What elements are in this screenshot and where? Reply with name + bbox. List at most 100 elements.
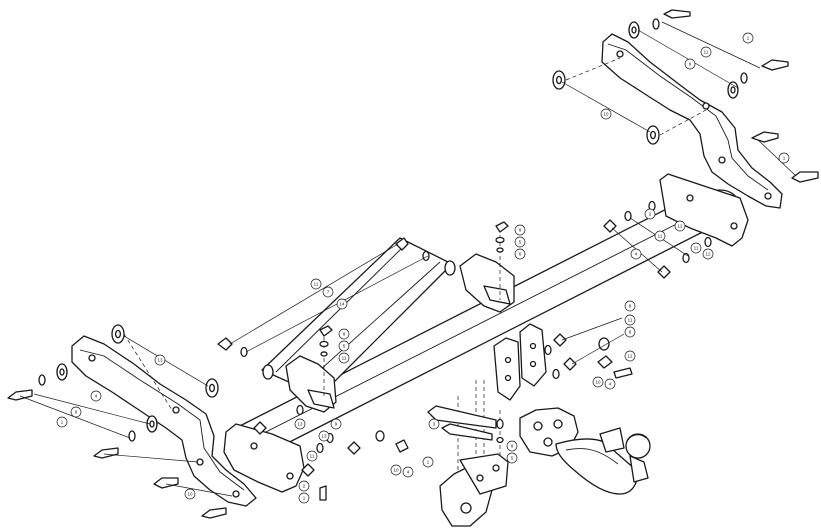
support-straps — [217, 237, 456, 397]
svg-text:11: 11 — [628, 318, 633, 323]
callout-bubble: 4 — [604, 378, 616, 390]
socket-plate — [439, 453, 509, 527]
callout-bubble: 9 — [684, 58, 696, 70]
svg-text:13: 13 — [321, 434, 327, 439]
left-center-bracket — [285, 325, 337, 413]
callout-bubble: 9 — [330, 418, 342, 430]
main-crossbar — [227, 189, 739, 455]
svg-text:1: 1 — [303, 496, 306, 501]
svg-text:12: 12 — [627, 354, 633, 359]
callout-bubble: 10 — [592, 376, 604, 388]
svg-text:1: 1 — [61, 420, 64, 425]
svg-text:11: 11 — [310, 454, 315, 459]
callout-bubble: 13 — [318, 430, 330, 442]
svg-text:11: 11 — [704, 50, 709, 55]
callout-bubble: 1 — [56, 416, 68, 428]
callout-bubble: 6 — [514, 248, 526, 260]
callout-bubble: 12 — [624, 350, 636, 362]
svg-text:4: 4 — [635, 252, 638, 257]
svg-text:10: 10 — [187, 492, 193, 497]
svg-text:5: 5 — [343, 344, 346, 349]
callout-bubble: 8 — [514, 224, 526, 236]
svg-text:6: 6 — [519, 252, 522, 257]
callout-bubble: 2 — [298, 480, 310, 492]
callout-bubble: 11 — [310, 278, 322, 290]
neck-hardware — [427, 317, 633, 444]
svg-text:8: 8 — [629, 330, 632, 335]
callout-bubble: 1 — [742, 32, 754, 44]
callout-bubble: 2 — [644, 208, 656, 220]
svg-text:11: 11 — [342, 356, 347, 361]
svg-text:13: 13 — [157, 358, 163, 363]
callout-bubble: 5 — [506, 452, 518, 464]
callout-bubble: 1 — [422, 456, 434, 468]
callout-bubble: 5 — [338, 340, 350, 352]
callout-bubble: 8 — [624, 326, 636, 338]
svg-text:1: 1 — [783, 156, 786, 161]
callout-bubble: 3 — [428, 418, 440, 430]
callout-bubble: 4 — [90, 390, 102, 402]
svg-text:1: 1 — [747, 36, 750, 41]
svg-text:11: 11 — [658, 234, 663, 239]
svg-text:14: 14 — [339, 302, 345, 307]
svg-text:11: 11 — [314, 282, 319, 287]
svg-text:11: 11 — [694, 246, 699, 251]
callout-bubble: 14 — [336, 298, 348, 310]
svg-text:4: 4 — [95, 394, 98, 399]
callout-bubble: 11 — [624, 314, 636, 326]
svg-text:2: 2 — [303, 484, 306, 489]
callout-bubble: 11 — [306, 450, 318, 462]
callout-bubble: 13 — [154, 354, 166, 366]
callout-bubble: 4 — [402, 466, 414, 478]
callout-bubble: 11 — [700, 46, 712, 58]
right-side-bracket — [601, 33, 783, 209]
callout-bubble: 11 — [338, 352, 350, 364]
svg-text:4: 4 — [609, 382, 612, 387]
callout-bubble: 8 — [624, 300, 636, 312]
left-end-hardware — [253, 404, 409, 501]
svg-text:8: 8 — [511, 444, 514, 449]
svg-text:5: 5 — [511, 456, 514, 461]
callout-bubble: 10 — [600, 108, 612, 120]
callout-bubble: 11 — [690, 242, 702, 254]
svg-text:10: 10 — [595, 380, 601, 385]
callout-bubble: 5 — [514, 236, 526, 248]
callout-bubble: 10 — [184, 488, 196, 500]
left-side-bracket — [71, 335, 257, 507]
svg-text:9: 9 — [75, 410, 78, 415]
callout-bubble: 1 — [298, 492, 310, 504]
svg-text:10: 10 — [393, 468, 399, 473]
callout-bubble: 7 — [322, 286, 334, 298]
svg-text:3: 3 — [433, 422, 436, 427]
callout-bubble: 9 — [70, 406, 82, 418]
callout-bubble: 8 — [338, 328, 350, 340]
svg-text:9: 9 — [335, 422, 338, 427]
callout-bubble: 10 — [390, 464, 402, 476]
tow-ball-assembly — [519, 407, 651, 495]
callout-bubble: 12 — [702, 248, 714, 260]
svg-text:12: 12 — [677, 224, 683, 229]
left-bracket-hardware — [7, 324, 233, 519]
callout-bubble: 12 — [674, 220, 686, 232]
svg-text:8: 8 — [629, 304, 632, 309]
callout-bubble: 4 — [630, 248, 642, 260]
svg-text:12: 12 — [705, 252, 711, 257]
callout-bubble: 8 — [506, 440, 518, 452]
svg-text:13: 13 — [297, 422, 303, 427]
svg-text:1: 1 — [427, 460, 430, 465]
svg-text:2: 2 — [649, 212, 652, 217]
svg-text:4: 4 — [407, 470, 410, 475]
callout-bubble: 1 — [778, 152, 790, 164]
svg-text:8: 8 — [343, 332, 346, 337]
svg-text:10: 10 — [603, 112, 609, 117]
center-bracket — [459, 221, 515, 313]
callout-group: 1 11 9 10 1 4 2 11 12 8 5 6 11 7 14 13 8… — [56, 32, 790, 504]
svg-text:7: 7 — [327, 290, 330, 295]
svg-text:9: 9 — [689, 62, 692, 67]
svg-text:5: 5 — [519, 240, 522, 245]
right-bracket-hardware — [552, 9, 819, 183]
svg-text:8: 8 — [519, 228, 522, 233]
callout-bubble: 13 — [294, 418, 306, 430]
callout-bubble: 11 — [654, 230, 666, 242]
